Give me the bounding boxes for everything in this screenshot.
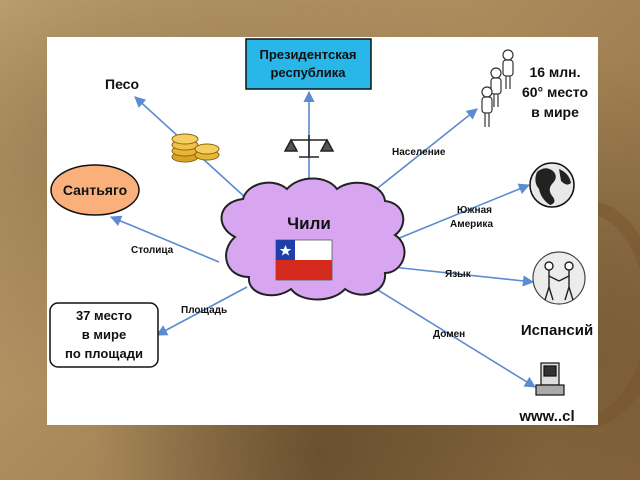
edge-label-language: Язык	[445, 269, 472, 280]
government-node: Президентская республика	[245, 38, 372, 90]
capital-label: Сантьяго	[63, 182, 127, 198]
edge-label-continent-2: Америка	[450, 219, 493, 230]
center-cloud: Чили	[220, 177, 406, 301]
area-line-2: в мире	[82, 327, 126, 342]
population-line-3: в мире	[531, 104, 579, 120]
government-line-2: республика	[270, 65, 346, 80]
population-line-1: 16 млн.	[529, 64, 580, 80]
scales-icon	[283, 135, 335, 158]
area-node: 37 место в мире по площади	[49, 302, 159, 368]
coins-icon	[171, 133, 220, 163]
globe-icon	[529, 162, 575, 208]
diagram-panel: Президентская республика Песо Сантьяго С…	[47, 37, 598, 425]
chile-flag-icon	[275, 239, 333, 281]
domain-label: www..cl	[518, 408, 574, 425]
currency-label: Песо	[105, 76, 139, 92]
people-icon	[481, 49, 514, 127]
arrow-population	[368, 108, 478, 196]
area-line-3: по площади	[65, 346, 143, 361]
capital-ellipse	[50, 164, 140, 216]
mindmap-diagram: Президентская республика Песо Сантьяго С…	[49, 38, 593, 425]
edge-label-continent-1: Южная	[457, 205, 492, 216]
edge-label-area: Площадь	[181, 305, 227, 316]
government-box	[245, 38, 372, 90]
population-line-2: 60° место	[522, 84, 588, 100]
edge-label-population: Население	[392, 147, 446, 158]
language-label: Испансий	[521, 322, 593, 339]
handshake-icon	[532, 251, 586, 305]
arrow-capital	[109, 215, 220, 263]
computer-icon	[535, 362, 565, 396]
arrow-domain	[364, 281, 536, 388]
cloud-shape	[220, 177, 406, 301]
area-box	[49, 302, 159, 368]
center-title: Чили	[287, 214, 331, 233]
arrow-area	[156, 286, 248, 336]
area-line-1: 37 место	[76, 308, 132, 323]
capital-node: Сантьяго	[50, 164, 140, 216]
government-line-1: Президентская	[259, 47, 356, 62]
arrow-language	[391, 266, 535, 287]
arrow-continent	[396, 183, 531, 240]
edge-label-capital: Столица	[131, 245, 174, 256]
edge-label-domain: Домен	[433, 329, 465, 340]
